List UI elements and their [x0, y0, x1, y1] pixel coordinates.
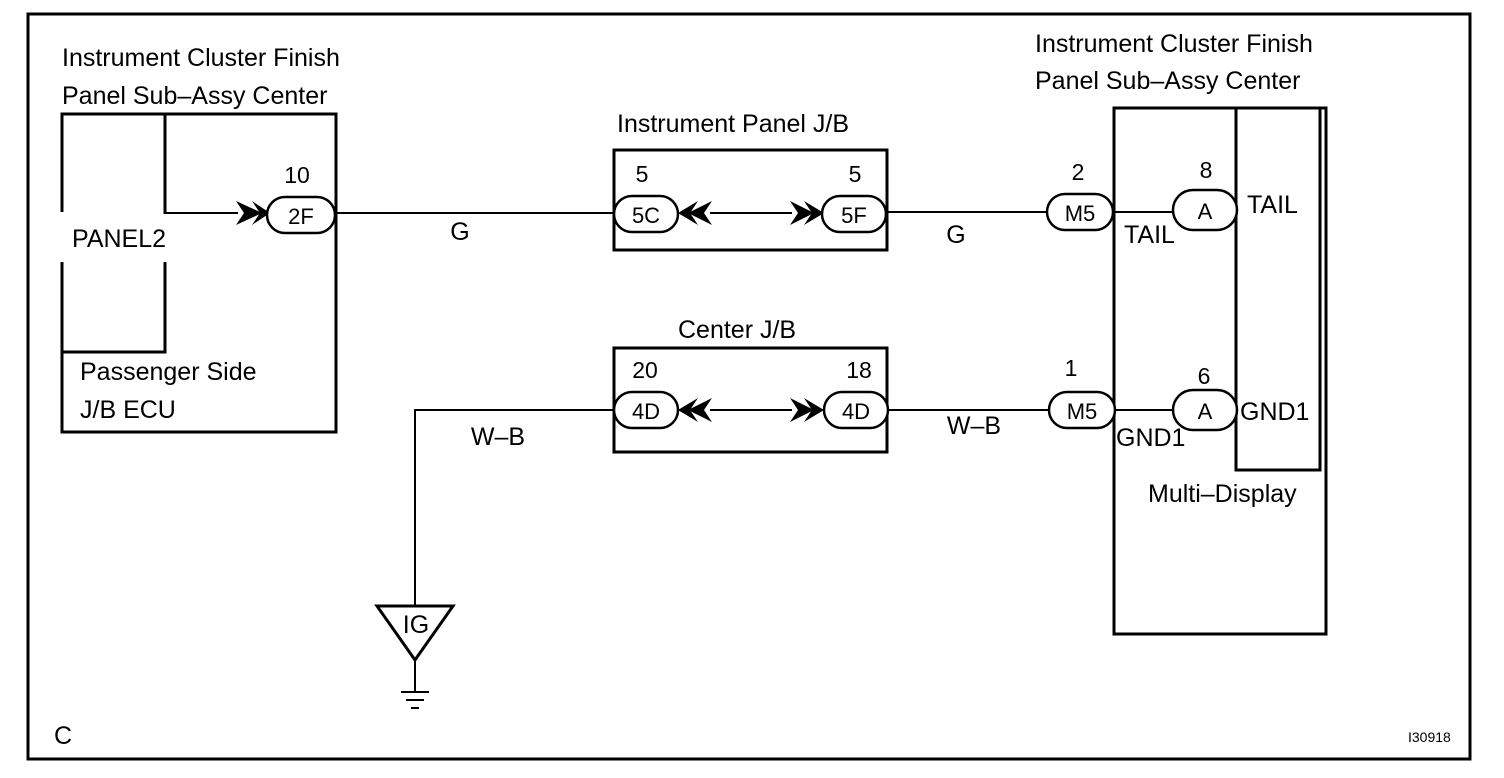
ipjb-arrow-left-b	[678, 201, 698, 225]
ground-ig-label: IG	[403, 611, 429, 639]
tail-outer-label: TAIL	[1124, 221, 1175, 249]
connector-arrow-2f-b	[252, 201, 270, 225]
multi-display-label: Multi–Display	[1148, 480, 1297, 508]
multi-display-top-pin: 8	[1200, 157, 1213, 183]
left-component-title-line2: Panel Sub–Assy Center	[62, 82, 327, 110]
connector-a-top-label: A	[1198, 199, 1213, 224]
connector-5f-label: 5F	[841, 203, 867, 228]
multi-display-bottom-pin: 6	[1198, 363, 1211, 389]
cjb-arrow-right	[790, 398, 814, 422]
ground-ig-triangle	[374, 604, 456, 663]
diagram-frame	[26, 12, 1472, 761]
cjb-arrow-left-b	[678, 398, 698, 422]
connector-a-bottom	[1171, 388, 1239, 432]
left-component-box	[60, 112, 338, 434]
left-sub-label-line1: Passenger Side	[80, 358, 257, 386]
connector-4d-right-label: 4D	[842, 399, 870, 424]
wire-bottom-left	[414, 409, 614, 605]
instrument-panel-jb-box	[612, 148, 889, 252]
connector-4d-left-label: 4D	[632, 399, 660, 424]
connector-5c-label: 5C	[632, 203, 660, 228]
connector-arrow-2f	[236, 201, 262, 225]
m5-top-pin: 2	[1072, 159, 1085, 185]
connector-2f-label: 2F	[288, 204, 314, 229]
ipjb-arrow-right	[790, 201, 814, 225]
ipjb-arrow-left	[688, 201, 712, 225]
cjb-arrow-right-b	[804, 398, 824, 422]
gnd1-outer-label: GND1	[1116, 424, 1185, 452]
m5-bottom-pin: 1	[1065, 355, 1078, 381]
right-component-title-line2: Panel Sub–Assy Center	[1035, 67, 1300, 95]
connector-a-bottom-label: A	[1198, 399, 1213, 424]
right-component-title-line1: Instrument Cluster Finish	[1035, 30, 1313, 58]
multi-display-box	[1234, 106, 1322, 472]
connector-2f	[265, 195, 337, 235]
wire-bottom-left-color: W–B	[471, 423, 525, 451]
wire-bottom-right-color: W–B	[947, 412, 1001, 440]
ipjb-left-pin: 5	[636, 161, 649, 187]
gnd1-terminal-label: GND1	[1240, 398, 1309, 426]
cjb-left-pin: 20	[632, 357, 658, 383]
wire-top-left-color: G	[450, 218, 469, 246]
ecu-partition	[62, 114, 167, 354]
right-component-box	[1112, 106, 1328, 636]
connector-a-top	[1171, 188, 1239, 232]
left-sub-label-line2: J/B ECU	[80, 396, 176, 424]
tail-terminal-label: TAIL	[1247, 191, 1298, 219]
connector-m5-top-label: M5	[1065, 201, 1096, 226]
figure-id: I30918	[1408, 729, 1451, 745]
instrument-panel-jb-title: Instrument Panel J/B	[617, 110, 849, 138]
center-jb-box	[612, 346, 889, 454]
center-jb-title: Center J/B	[678, 316, 796, 344]
ipjb-arrow-right-b	[804, 201, 824, 225]
connector-5c	[612, 194, 680, 234]
ipjb-right-pin: 5	[849, 161, 862, 187]
connector-5f	[820, 194, 888, 234]
cjb-right-pin: 18	[846, 357, 872, 383]
cjb-arrow-left	[688, 398, 712, 422]
corner-label: C	[54, 722, 72, 750]
connector-2f-pin: 10	[284, 162, 310, 188]
panel2-terminal-label: PANEL2	[72, 225, 166, 253]
wire-top-right-color: G	[946, 221, 965, 249]
connector-m5-bottom-label: M5	[1067, 399, 1098, 424]
ground-icon	[401, 691, 429, 709]
left-component-title-line1: Instrument Cluster Finish	[62, 44, 340, 72]
